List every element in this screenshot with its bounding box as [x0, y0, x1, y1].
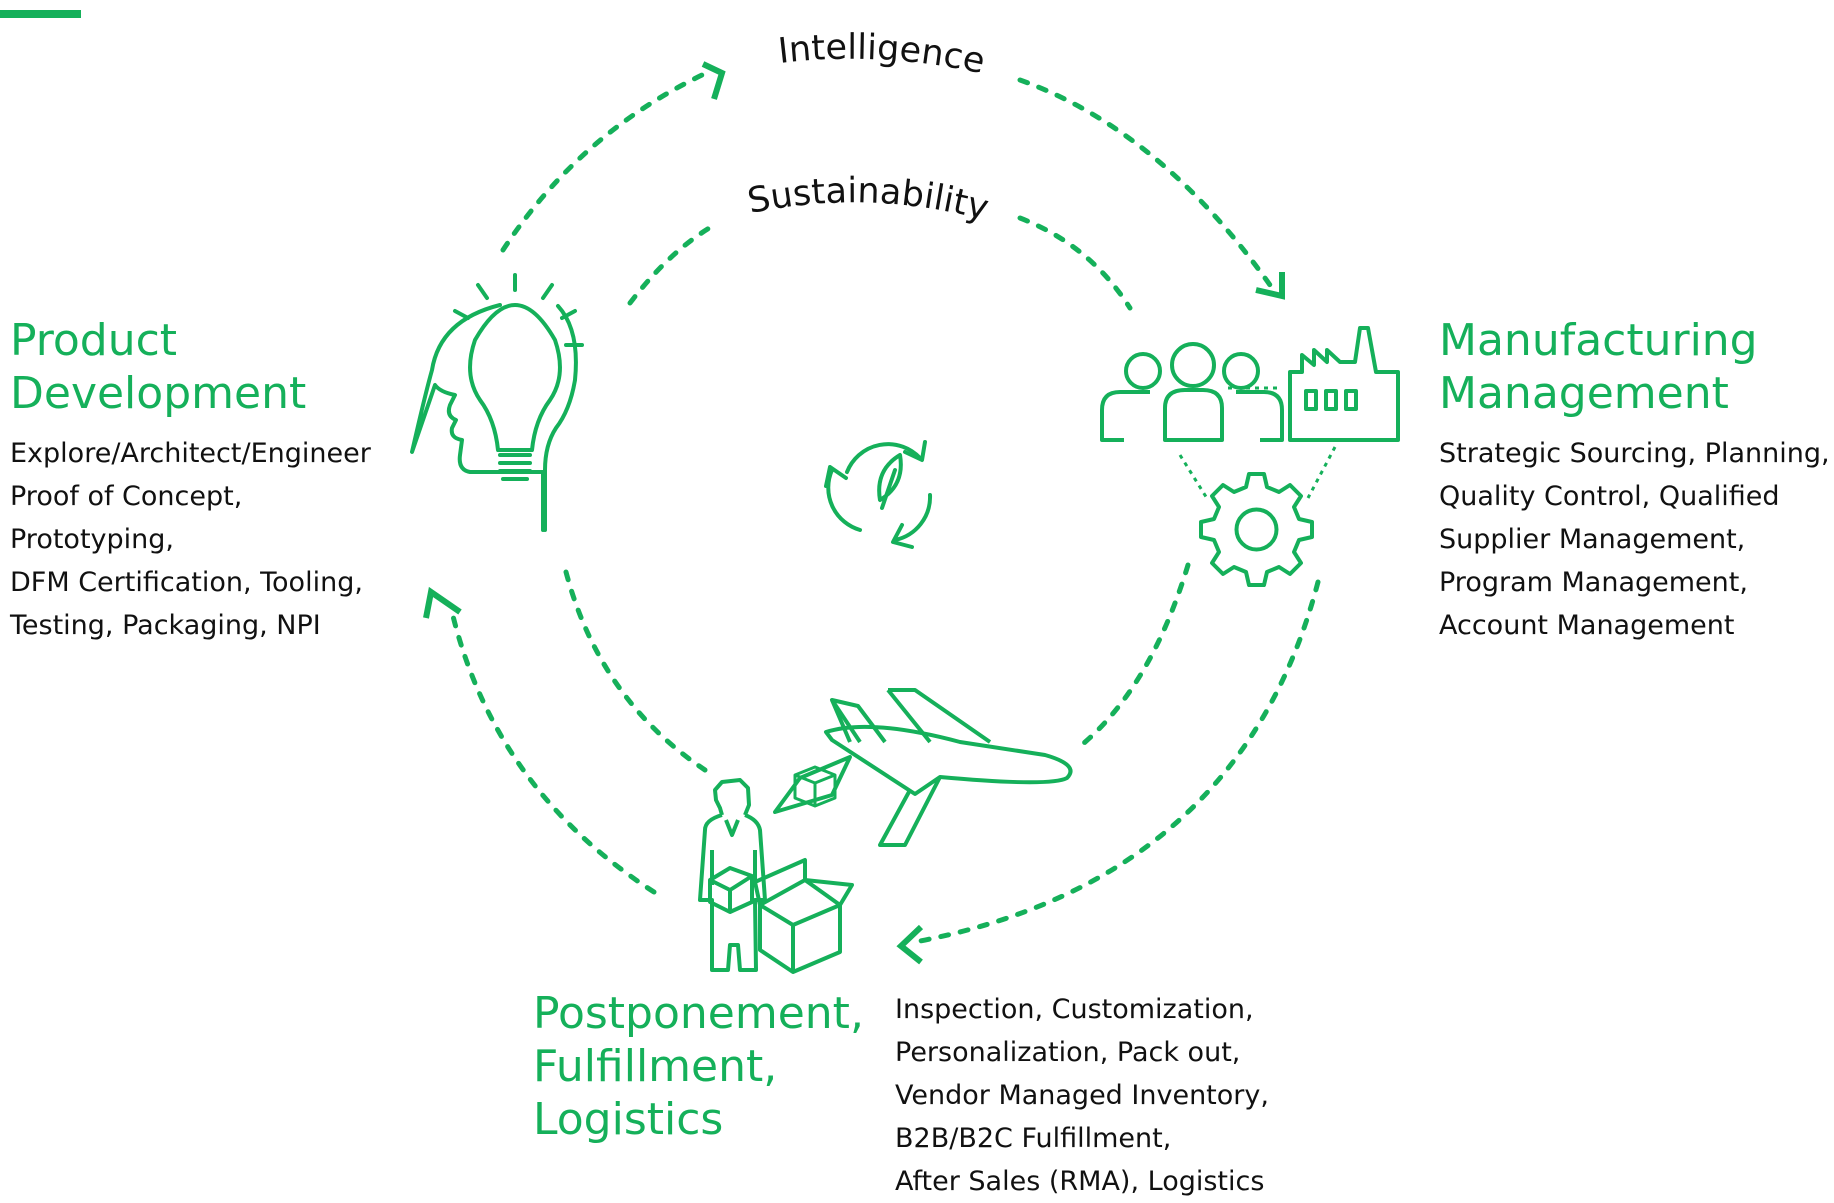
factory-gear-connector: [1306, 446, 1337, 499]
detail-line: Inspection, Customization,: [895, 994, 1254, 1025]
postponement-details: Inspection, Customization, Personalizati…: [895, 988, 1269, 1203]
intelligence-label: Intelligence: [776, 28, 988, 83]
inner-arc-right: [1075, 562, 1191, 751]
outer-cycle-arrows: [449, 72, 1321, 945]
title-line: Manufacturing: [1439, 315, 1758, 366]
people-group-icon: [1100, 342, 1284, 442]
title-line: Development: [10, 368, 307, 419]
outer-arc-top-right: [1017, 77, 1273, 288]
gear-icon: [1199, 472, 1314, 587]
airplane-icon: [773, 688, 1073, 847]
detail-line: Explore/Architect/Engineer: [10, 438, 371, 469]
inner-arc-left: [563, 569, 708, 773]
factory-icon: [1288, 326, 1400, 442]
detail-line: Supplier Management,: [1439, 524, 1746, 555]
airplane-cargo-box-icon: [793, 765, 837, 808]
detail-line: After Sales (RMA), Logistics: [895, 1166, 1265, 1197]
sustainability-label: Sustainability: [744, 171, 992, 229]
recycle-leaf-icon: [824, 440, 933, 549]
product-development-details: Explore/Architect/Engineer Proof of Conc…: [10, 432, 371, 647]
title-line: Logistics: [533, 1094, 724, 1145]
people-gear-connector: [1178, 454, 1210, 501]
inner-arc-top-right: [1017, 215, 1133, 311]
detail-line: Quality Control, Qualified: [1439, 481, 1780, 512]
detail-line: Personalization, Pack out,: [895, 1037, 1241, 1068]
inner-arc-top-left: [627, 220, 721, 306]
outer-arc-bottom-left: [449, 609, 657, 895]
title-line: Management: [1439, 368, 1729, 419]
open-box-icon: [753, 858, 854, 974]
detail-line: DFM Certification, Tooling,: [10, 567, 363, 598]
outer-cycle-arrowheads: [423, 61, 1285, 965]
arrowhead-top-right: [1255, 272, 1285, 300]
accent-bar: [0, 10, 81, 18]
manufacturing-management-details: Strategic Sourcing, Planning, Quality Co…: [1439, 432, 1830, 647]
product-development-title: Product Development: [10, 314, 306, 420]
arrowhead-top-left: [701, 61, 726, 100]
detail-line: Program Management,: [1439, 567, 1748, 598]
title-line: Product: [10, 315, 178, 366]
detail-line: Account Management: [1439, 610, 1735, 641]
postponement-title: Postponement, Fulfillment, Logistics: [533, 987, 864, 1146]
manufacturing-management-title: Manufacturing Management: [1439, 314, 1758, 420]
inner-cycle-arcs: [563, 215, 1191, 773]
detail-line: Prototyping,: [10, 524, 174, 555]
title-line: Postponement,: [533, 988, 864, 1039]
arrowhead-bottom-right: [896, 924, 924, 965]
detail-line: Strategic Sourcing, Planning,: [1439, 438, 1830, 469]
outer-arc-top-left: [500, 72, 705, 253]
detail-line: Vendor Managed Inventory,: [895, 1080, 1269, 1111]
title-line: Fulfillment,: [533, 1041, 778, 1092]
detail-line: B2B/B2C Fulfillment,: [895, 1123, 1172, 1154]
detail-line: Proof of Concept,: [10, 481, 243, 512]
outer-arc-bottom-right: [912, 579, 1321, 945]
arrowhead-bottom-left: [423, 586, 462, 619]
worker-with-box-icon: [698, 778, 767, 972]
detail-line: Testing, Packaging, NPI: [10, 610, 321, 641]
head-lightbulb-icon: [410, 273, 584, 532]
